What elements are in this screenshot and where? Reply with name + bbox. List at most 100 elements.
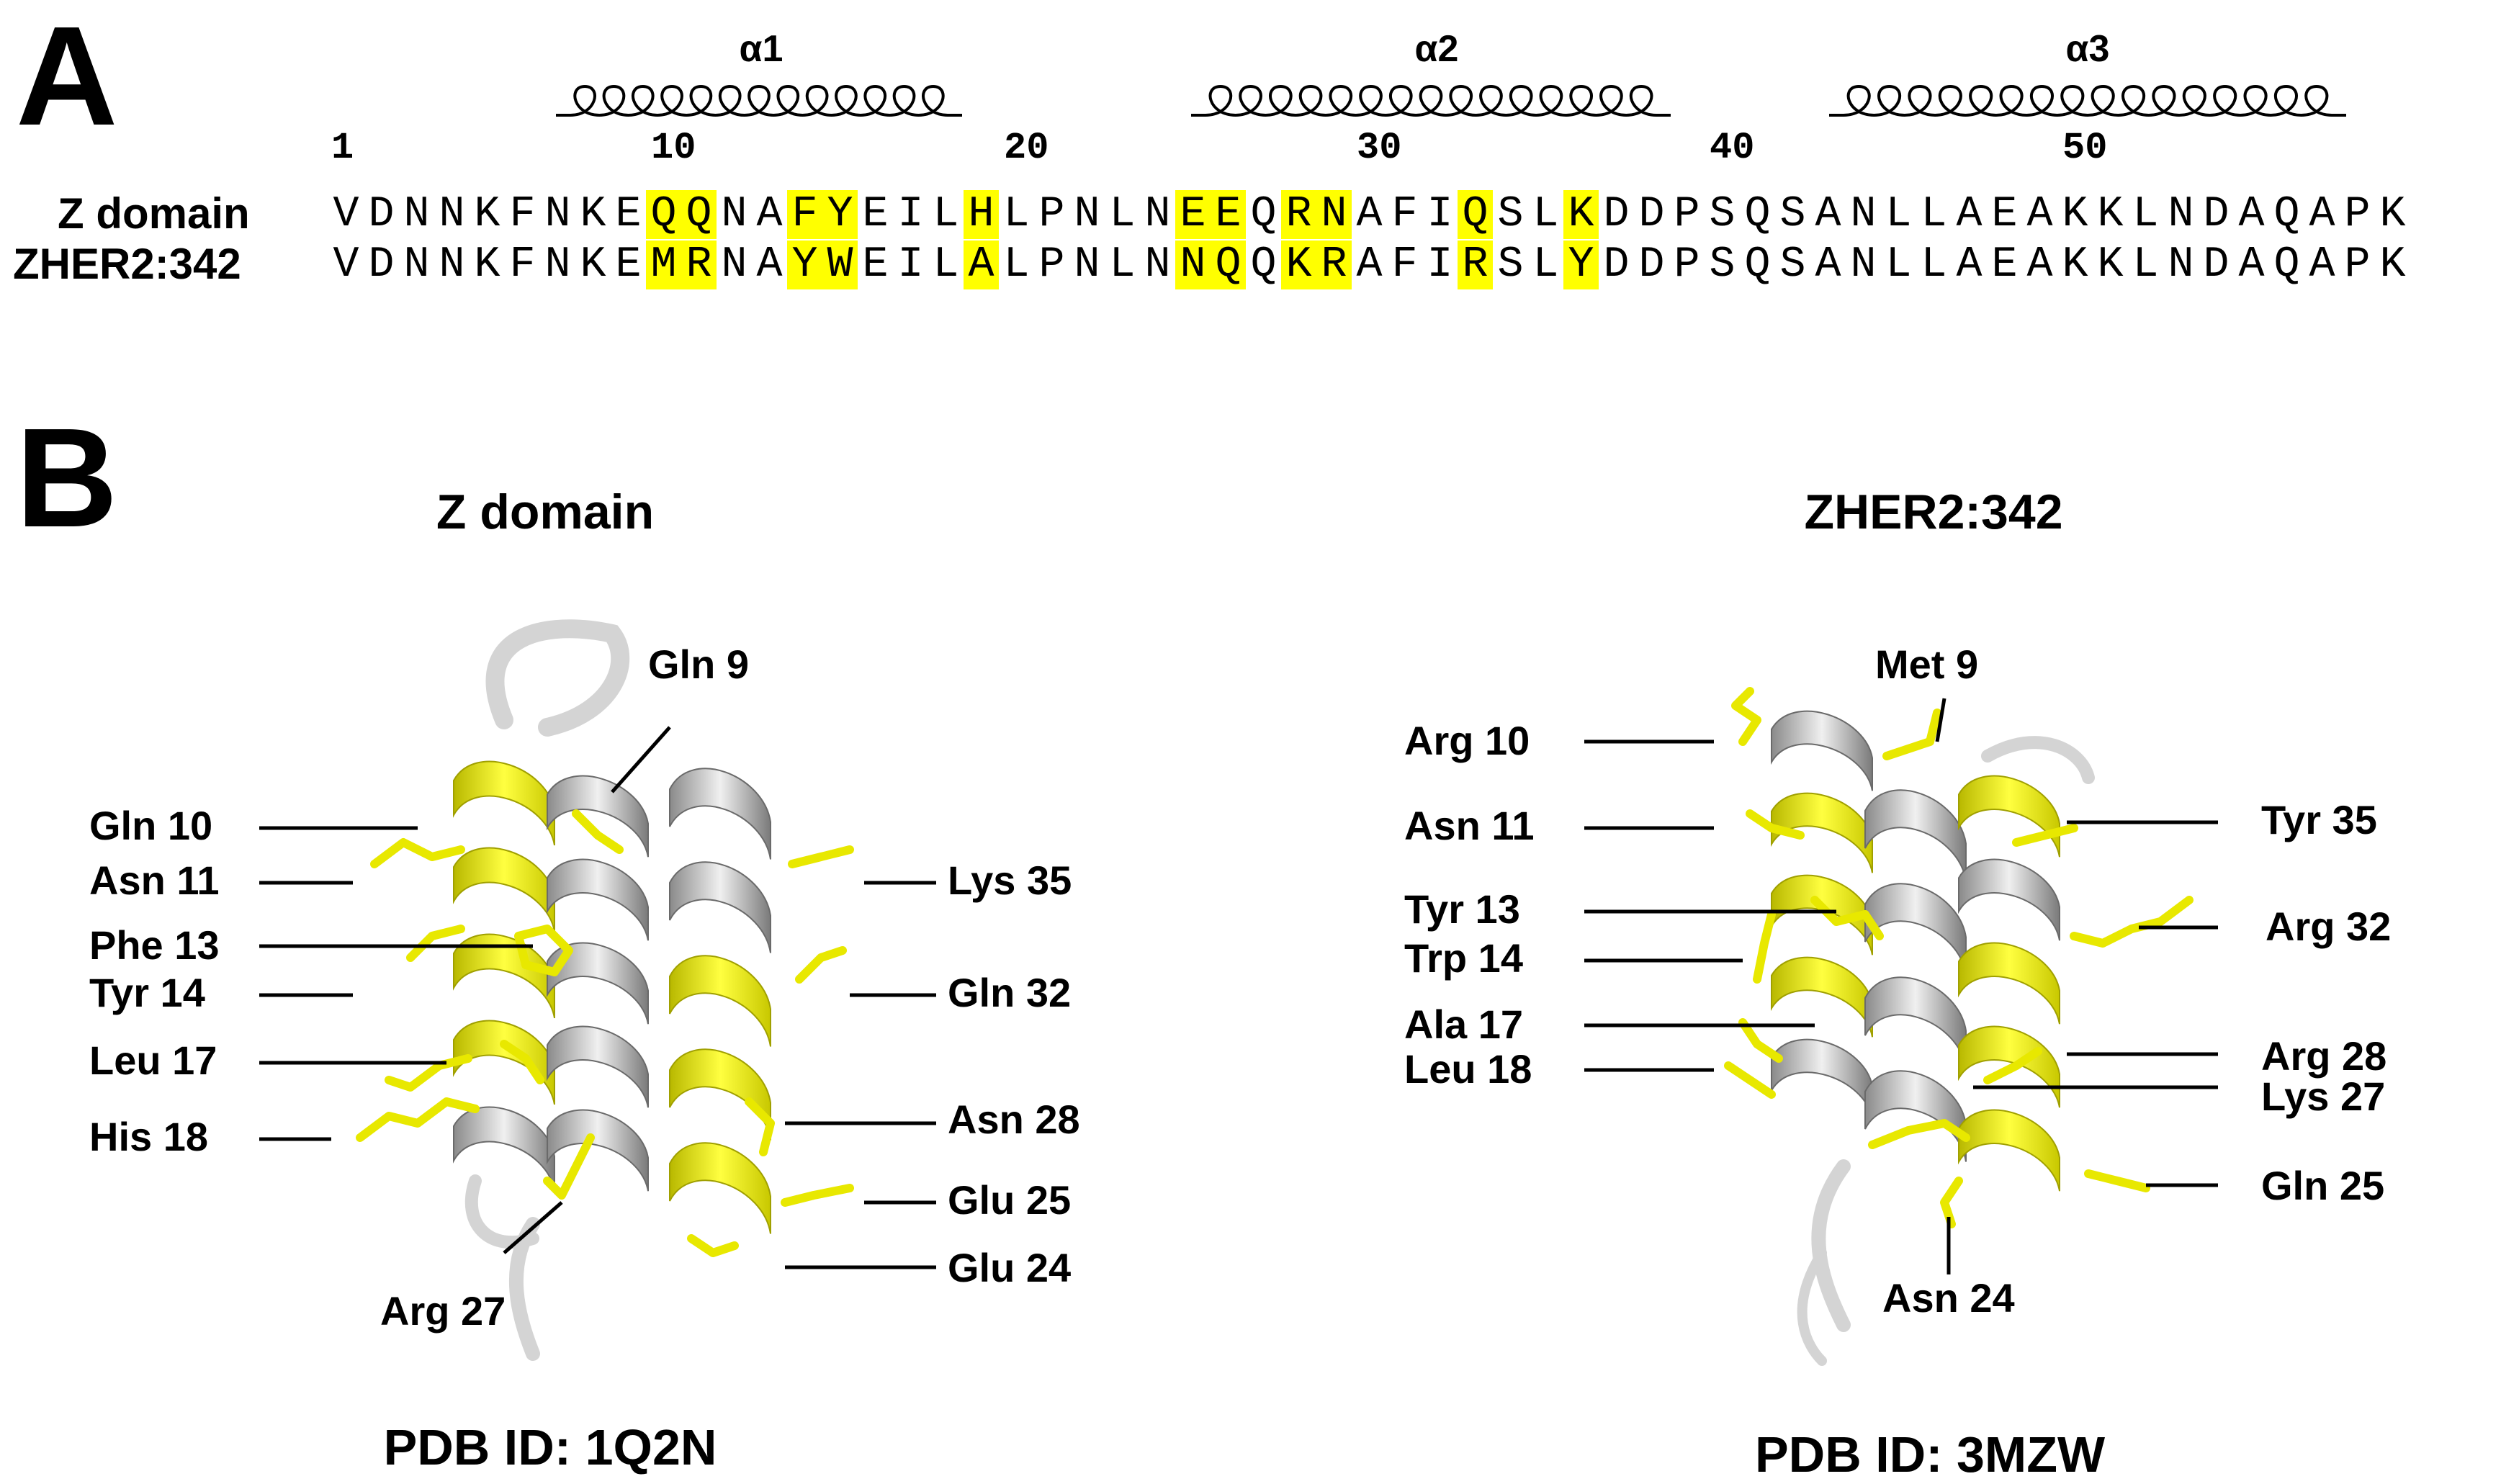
side-chain (356, 1097, 480, 1142)
left-structure (356, 619, 854, 1361)
side-chain (572, 809, 624, 854)
left-label-gln32: Gln 32 (948, 970, 1072, 1015)
residue: L (1109, 190, 1136, 239)
right-structure-title: ZHER2:342 (1804, 485, 2063, 539)
residue: A (964, 240, 999, 289)
right-label-ala17: Ala 17 (1404, 1002, 1523, 1047)
helix-turn-mutated (1771, 874, 1873, 955)
residue: L (1003, 190, 1030, 239)
residue: A (756, 240, 783, 289)
residue: L (1109, 240, 1136, 289)
residue: P (1038, 240, 1065, 289)
residue: K (1281, 240, 1316, 289)
residue: N (721, 240, 747, 289)
left-label-lys35: Lys 35 (948, 858, 1072, 903)
residue: F (1391, 240, 1418, 289)
helix-turn-mutated (669, 955, 771, 1047)
residue: N (1850, 190, 1877, 239)
residue: Q (2273, 240, 2300, 289)
residue: K (474, 190, 500, 239)
helix-turn-mutated (669, 1048, 771, 1141)
residue: A (2309, 240, 2335, 289)
helix-turn (1771, 1038, 1873, 1120)
residue: Y (822, 190, 858, 239)
residue: K (580, 240, 606, 289)
side-chain (514, 925, 573, 976)
side-chain (1753, 910, 1776, 984)
residue: K (1563, 190, 1599, 239)
helix-turn (453, 1106, 555, 1192)
residue: L (933, 240, 959, 289)
residue: L (1921, 240, 1947, 289)
left-label-gln10: Gln 10 (89, 803, 213, 848)
leader-line (1935, 698, 1947, 742)
residue: L (1885, 190, 1912, 239)
residue: S (1709, 240, 1736, 289)
side-chain (745, 1097, 775, 1156)
residue: S (1779, 240, 1806, 289)
residue: D (1603, 190, 1630, 239)
left-label-asn28: Asn 28 (948, 1097, 1080, 1142)
helix-turn-mutated (1771, 956, 1873, 1038)
residue: R (1316, 240, 1352, 289)
residue: A (1356, 240, 1383, 289)
helix-turn-mutated (1958, 942, 2060, 1025)
residue: D (368, 190, 395, 239)
residue: D (1603, 240, 1630, 289)
residue: I (1427, 190, 1453, 239)
helix-turn (547, 1025, 649, 1108)
right-label-gln25: Gln 25 (2261, 1163, 2385, 1208)
residue: A (1356, 190, 1383, 239)
residue: A (756, 190, 783, 239)
residue: E (1991, 240, 2018, 289)
helix-turn-mutated (1958, 1109, 2060, 1192)
helix-turn (547, 858, 649, 941)
residue: D (1638, 190, 1665, 239)
residue: E (615, 190, 642, 239)
leader-line (503, 1201, 563, 1254)
residue: N (721, 190, 747, 239)
helix-turn (1864, 883, 1967, 975)
panel-b-letter: B (16, 399, 118, 557)
residue: E (615, 240, 642, 289)
residue: N (403, 240, 430, 289)
side-chain (1731, 687, 1761, 746)
pos-mark-40: 40 (1710, 127, 1755, 169)
right-label-met9: Met 9 (1875, 642, 1979, 687)
side-chain (1940, 1177, 1963, 1228)
residue: L (1885, 240, 1912, 289)
residue: S (1497, 240, 1524, 289)
residue: P (1674, 240, 1700, 289)
pos-mark-20: 20 (1004, 127, 1049, 169)
residue: F (509, 190, 536, 239)
side-chain (500, 1040, 544, 1084)
residue: N (1074, 240, 1100, 289)
residue: S (1709, 190, 1736, 239)
helix-turn (547, 942, 649, 1025)
residue: L (1532, 190, 1559, 239)
residue: N (439, 190, 465, 239)
left-label-phe13: Phe 13 (89, 922, 220, 968)
residue: N (1175, 240, 1211, 289)
left-pdb-id: PDB ID: 1Q2N (383, 1419, 717, 1475)
residue: N (1144, 240, 1171, 289)
side-chain (788, 845, 854, 868)
right-label-asn24: Asn 24 (1882, 1275, 2015, 1321)
residue: P (1674, 190, 1700, 239)
helix-turn (1864, 976, 1967, 1069)
residue: Q (1744, 240, 1771, 289)
residue: E (1211, 190, 1246, 239)
residue: A (1956, 190, 1983, 239)
pos-mark-10: 10 (651, 127, 696, 169)
residue: N (439, 240, 465, 289)
side-chain (406, 925, 465, 962)
residue: K (474, 240, 500, 289)
residue: R (1281, 190, 1316, 239)
residue: V (333, 190, 359, 239)
left-label-asn11: Asn 11 (89, 858, 220, 903)
residue: Q (681, 190, 717, 239)
residue: L (2132, 190, 2159, 239)
right-label-leu18: Leu 18 (1404, 1046, 1532, 1092)
